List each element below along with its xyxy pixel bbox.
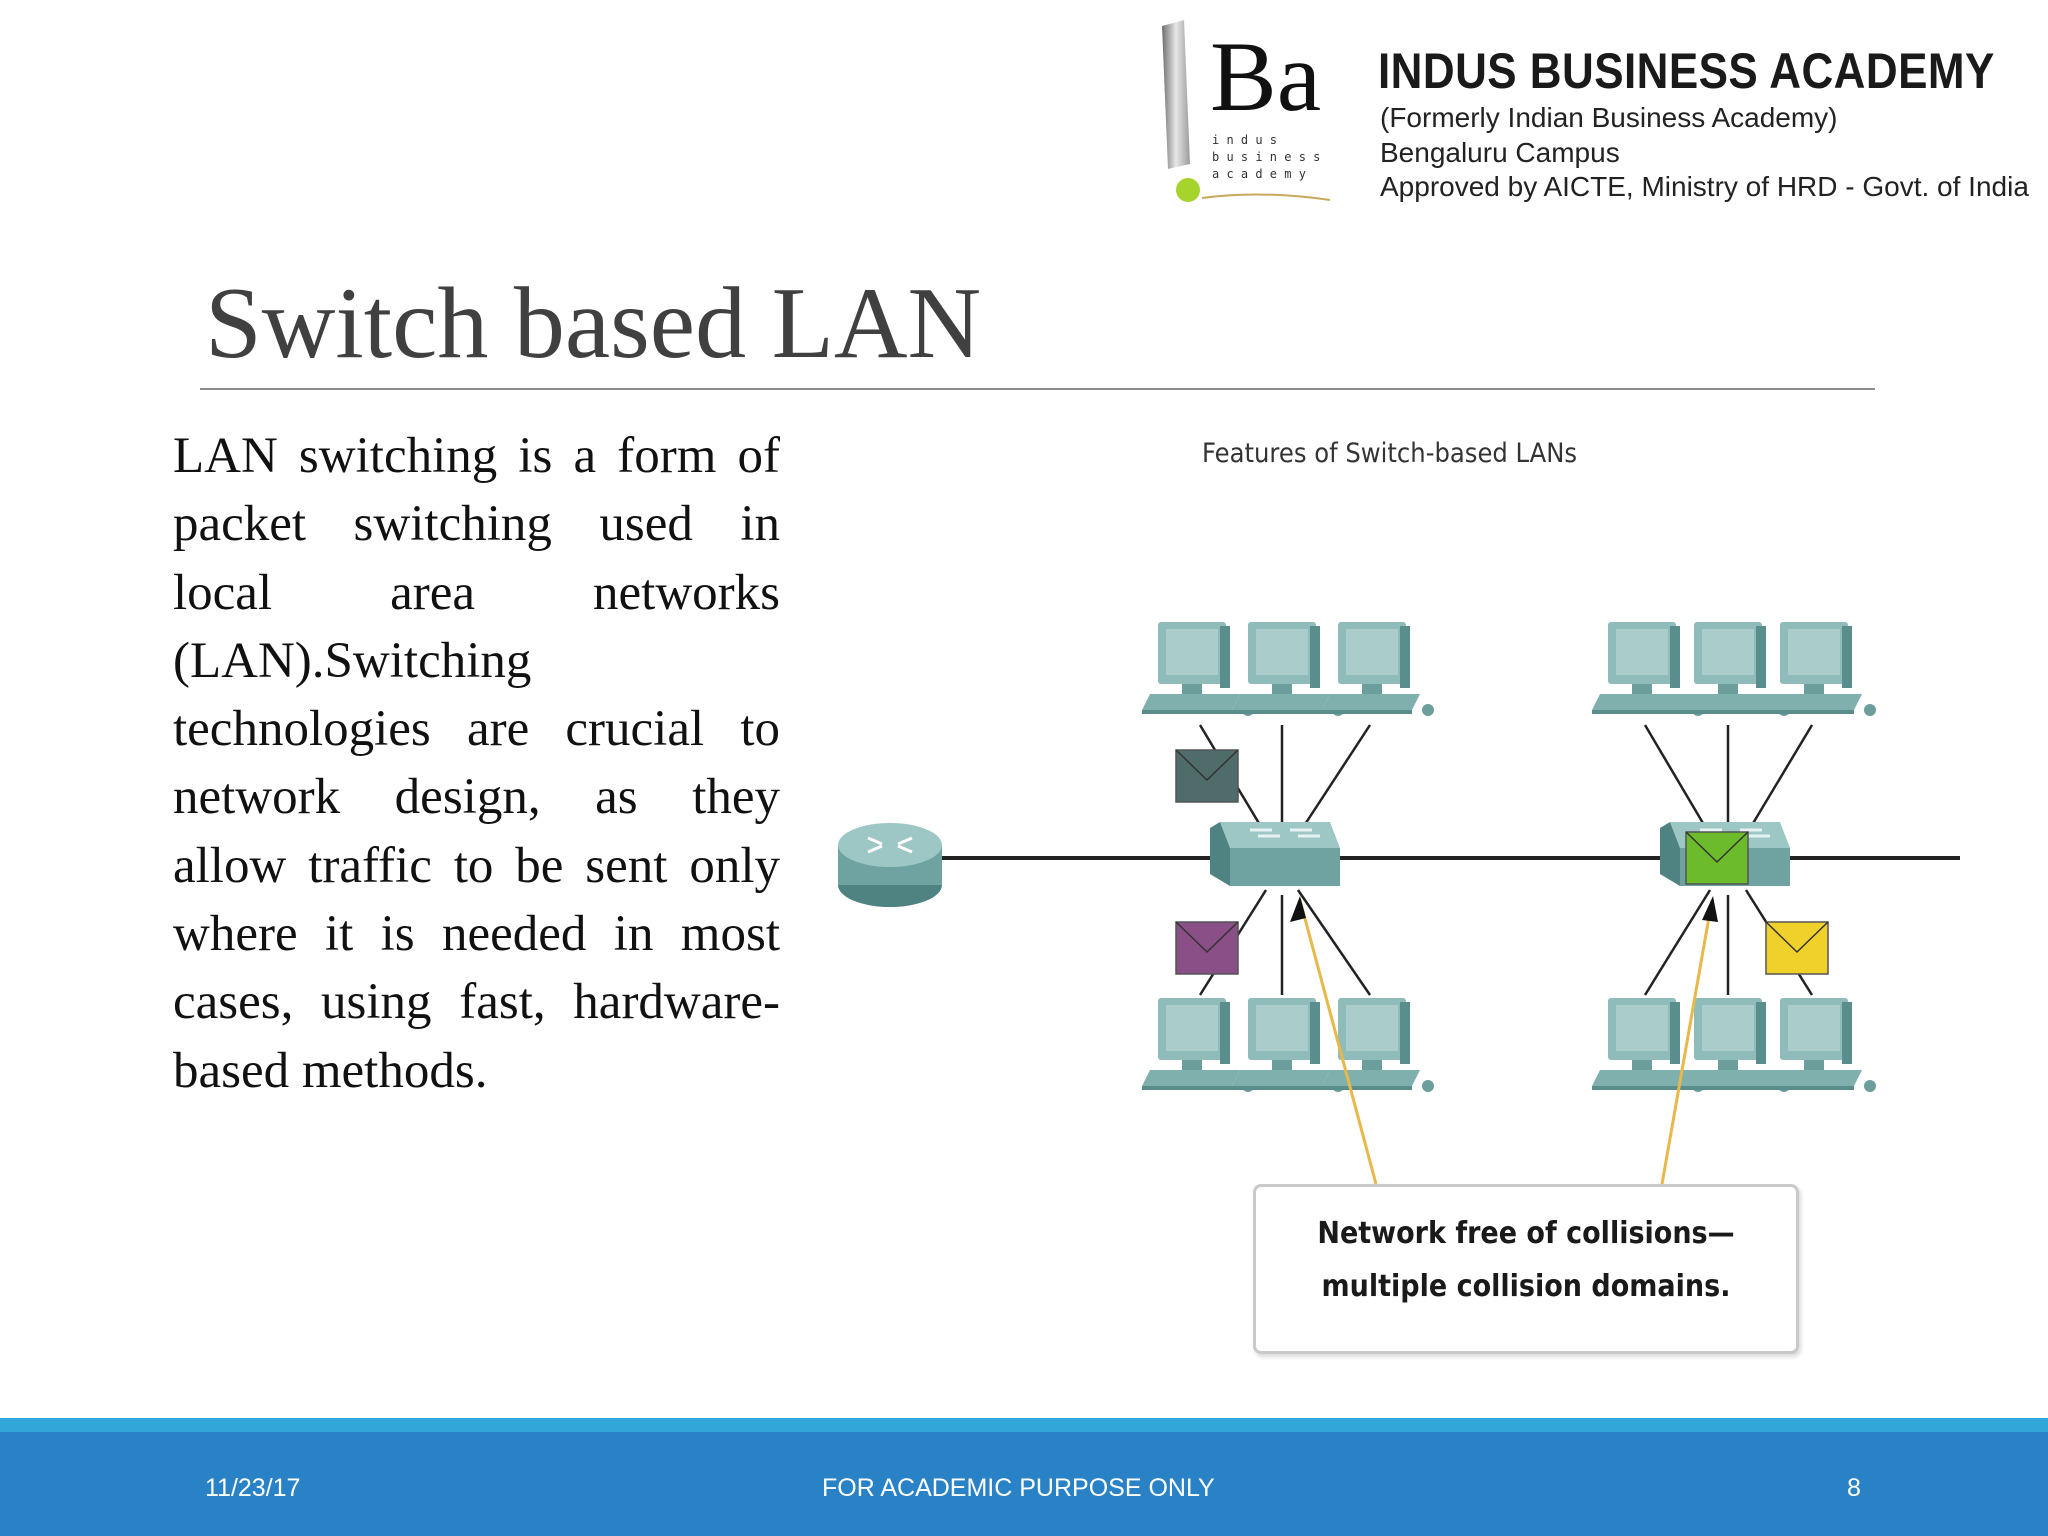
- footer-accent-bar: [0, 1418, 2048, 1432]
- pc-icon: [1764, 998, 1876, 1092]
- envelope-icon: [1765, 921, 1829, 975]
- pc-icon: [1764, 622, 1876, 716]
- envelope-icon: [1175, 749, 1239, 803]
- slide-body-text: LAN switching is a form of packet switch…: [173, 428, 780, 1099]
- logo-wordmark-line-2: b u s i n e s s: [1212, 150, 1320, 164]
- network-diagram: [838, 622, 1960, 1185]
- logo-mark-icon: Ba i n d u s b u s i n e s s a c a d e m…: [1162, 20, 1331, 202]
- approval-note: Approved by AICTE, Ministry of HRD - Gov…: [1380, 171, 2029, 202]
- pc-icon: [1322, 622, 1434, 716]
- callout-arrows: [1290, 896, 1718, 1185]
- left-switch-icon: [1208, 820, 1342, 888]
- diagram-callout: Network free of collisions—multiple coll…: [1253, 1184, 1799, 1354]
- router-icon: [838, 823, 942, 907]
- logo-letters: Ba: [1210, 21, 1321, 132]
- slide-title: Switch based LAN: [205, 267, 982, 380]
- organization-subtitle: (Formerly Indian Business Academy): [1380, 102, 1838, 133]
- footer-note: FOR ACADEMIC PURPOSE ONLY: [822, 1474, 1215, 1502]
- envelope-icon: [1685, 831, 1749, 885]
- title-divider: [200, 388, 1875, 390]
- diagram-title: Features of Switch-based LANs: [1202, 438, 1578, 469]
- logo-wordmark-line-3: a c a d e m y: [1212, 167, 1306, 181]
- footer-bar: 11/23/17 FOR ACADEMIC PURPOSE ONLY 8: [0, 1432, 2048, 1536]
- callout-text: Network free of collisions—multiple coll…: [1317, 1216, 1735, 1304]
- institution-logo: Ba i n d u s b u s i n e s s a c a d e m…: [1150, 14, 2040, 214]
- organization-name: INDUS BUSINESS ACADEMY: [1378, 43, 1995, 99]
- logo-swoosh: [1201, 193, 1331, 201]
- logo-wordmark-line-1: i n d u s: [1212, 133, 1277, 147]
- envelope-icon: [1175, 921, 1239, 975]
- footer-date: 11/23/17: [205, 1474, 301, 1502]
- page-number: 8: [1847, 1474, 1861, 1502]
- logo-dot: [1176, 178, 1200, 202]
- campus-name: Bengaluru Campus: [1380, 137, 1620, 168]
- logo-bar-shape: [1162, 20, 1190, 169]
